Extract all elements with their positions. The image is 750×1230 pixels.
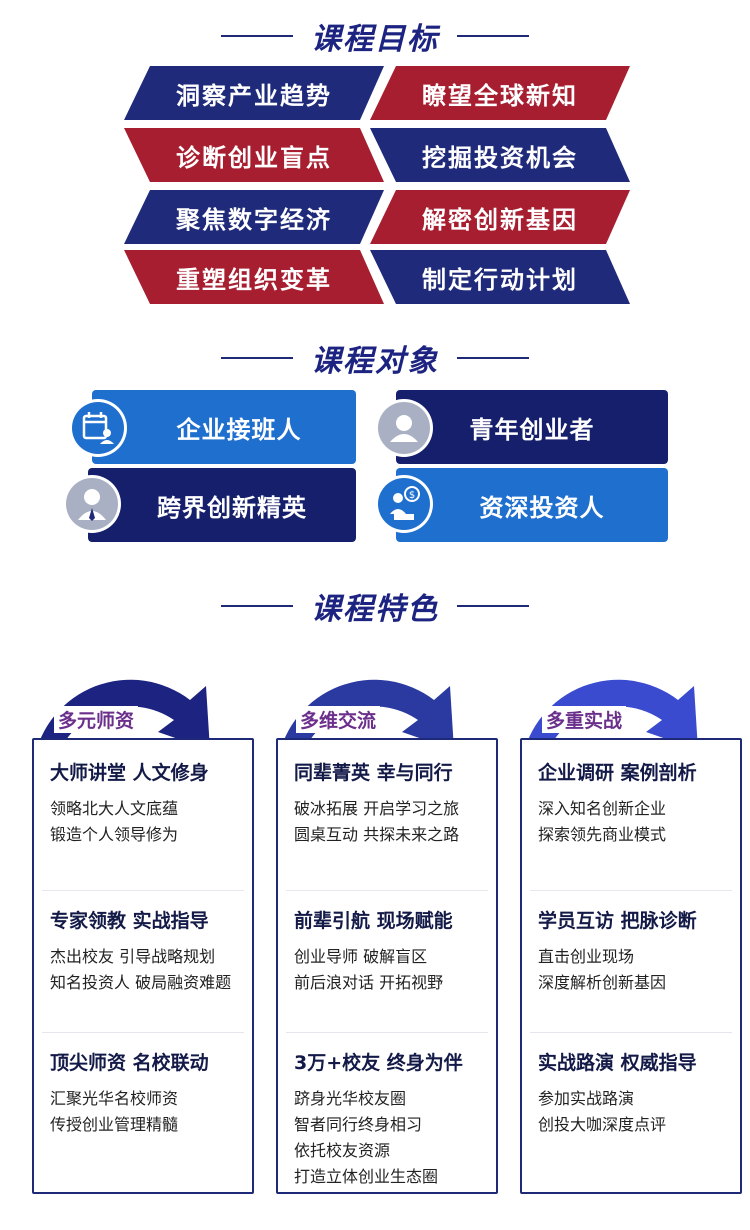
person-icon: [378, 402, 430, 454]
title-rule-right: [457, 605, 529, 607]
divider: [42, 1032, 244, 1033]
feature-head: 同辈菁英 幸与同行: [294, 762, 453, 784]
audience-section-title: 课程对象: [0, 338, 750, 379]
feature-tag: 多重实战: [542, 706, 627, 733]
feature-head: 顶尖师资 名校联动: [50, 1052, 209, 1074]
feature-line: 杰出校友 引导战略规划: [50, 947, 216, 966]
feature-line: 破冰拓展 开启学习之旅: [294, 799, 460, 818]
goal-pill: 制定行动计划: [370, 250, 630, 304]
audience-label: 资深投资人: [479, 493, 605, 522]
feature-head: 前辈引航 现场赋能: [294, 910, 453, 932]
goal-pill: 诊断创业盲点: [124, 128, 384, 182]
feature-body: 直击创业现场 深度解析创新基因: [538, 944, 666, 996]
feature-body: 破冰拓展 开启学习之旅 圆桌互动 共探未来之路: [294, 796, 459, 848]
divider: [530, 890, 732, 891]
audience-title: 课程对象: [311, 344, 439, 379]
audience-label: 青年创业者: [469, 415, 595, 444]
feature-head: 专家领教 实战指导: [50, 910, 209, 932]
divider: [42, 890, 244, 891]
feature-head: 大师讲堂 人文修身: [50, 762, 209, 784]
audience-card-young-founder: 青年创业者: [396, 390, 668, 464]
feature-line: 创业导师 破解盲区: [294, 947, 428, 966]
audience-label: 跨界创新精英: [157, 493, 307, 522]
feature-line: 知名投资人 破局融资难题: [50, 973, 232, 992]
goal-label: 重塑组织变革: [176, 265, 332, 294]
goals-title: 课程目标: [311, 22, 439, 57]
feature-tag: 多维交流: [296, 706, 381, 733]
goal-label: 解密创新基因: [422, 205, 578, 234]
divider: [530, 1032, 732, 1033]
svg-text:$: $: [409, 490, 415, 501]
feature-head: 企业调研 案例剖析: [538, 762, 697, 784]
feature-card-practice: 企业调研 案例剖析 深入知名创新企业 探索领先商业模式 学员互访 把脉诊断 直击…: [520, 738, 742, 1194]
title-rule-right: [457, 35, 529, 37]
feature-body: 领略北大人文底蕴 锻造个人领导修为: [50, 796, 178, 848]
goal-label: 瞭望全球新知: [422, 81, 578, 110]
goal-pill: 解密创新基因: [370, 190, 630, 244]
feature-body: 跻身光华校友圈 智者同行终身相习 依托校友资源 打造立体创业生态圈: [294, 1086, 438, 1190]
investor-icon: $: [378, 478, 430, 530]
feature-card-exchange: 同辈菁英 幸与同行 破冰拓展 开启学习之旅 圆桌互动 共探未来之路 前辈引航 现…: [276, 738, 498, 1194]
feature-line: 深度解析创新基因: [538, 973, 667, 992]
arc-arrow-2: [278, 679, 454, 760]
goal-label: 制定行动计划: [422, 265, 578, 294]
feature-line: 打造立体创业生态圈: [294, 1167, 439, 1186]
feature-line: 汇聚光华名校师资: [50, 1089, 179, 1108]
arc-arrow-1: [34, 679, 210, 760]
feature-line: 锻造个人领导修为: [50, 825, 179, 844]
feature-body: 参加实战路演 创投大咖深度点评: [538, 1086, 666, 1138]
feature-line: 探索领先商业模式: [538, 825, 667, 844]
arc-arrow-3: [522, 679, 698, 760]
feature-body: 深入知名创新企业 探索领先商业模式: [538, 796, 666, 848]
title-rule-right: [457, 357, 529, 359]
features-title: 课程特色: [311, 592, 439, 627]
feature-head: 学员互访 把脉诊断: [538, 910, 697, 932]
feature-line: 依托校友资源: [294, 1141, 391, 1160]
feature-head: 实战路演 权威指导: [538, 1052, 697, 1074]
goal-label: 洞察产业趋势: [176, 81, 332, 110]
calendar-person-icon: [72, 402, 124, 454]
feature-body: 杰出校友 引导战略规划 知名投资人 破局融资难题: [50, 944, 231, 996]
goal-label: 聚焦数字经济: [176, 205, 332, 234]
feature-line: 直击创业现场: [538, 947, 635, 966]
audience-card-crossover-elite: 跨界创新精英: [88, 468, 356, 542]
title-rule-left: [221, 605, 293, 607]
goal-pill: 洞察产业趋势: [124, 66, 384, 120]
feature-tag: 多元师资: [54, 706, 139, 733]
audience-card-investor: 资深投资人: [396, 468, 668, 542]
goal-pill: 瞭望全球新知: [370, 66, 630, 120]
audience-label: 企业接班人: [176, 415, 302, 444]
feature-line: 深入知名创新企业: [538, 799, 667, 818]
goal-label: 挖掘投资机会: [422, 143, 578, 172]
feature-line: 前后浪对话 开拓视野: [294, 973, 444, 992]
audience-card-successor: 企业接班人: [92, 390, 356, 464]
goal-pill: 挖掘投资机会: [370, 128, 630, 182]
goal-label: 诊断创业盲点: [176, 143, 332, 172]
feature-line: 领略北大人文底蕴: [50, 799, 179, 818]
feature-line: 参加实战路演: [538, 1089, 635, 1108]
goal-pill: 重塑组织变革: [124, 250, 384, 304]
feature-body: 创业导师 破解盲区 前后浪对话 开拓视野: [294, 944, 443, 996]
divider: [286, 1032, 488, 1033]
title-rule-left: [221, 357, 293, 359]
feature-line: 跻身光华校友圈: [294, 1089, 407, 1108]
feature-body: 汇聚光华名校师资 传授创业管理精髓: [50, 1086, 178, 1138]
title-rule-left: [221, 35, 293, 37]
feature-line: 圆桌互动 共探未来之路: [294, 825, 460, 844]
feature-card-faculty: 大师讲堂 人文修身 领略北大人文底蕴 锻造个人领导修为 专家领教 实战指导 杰出…: [32, 738, 254, 1194]
feature-line: 智者同行终身相习: [294, 1115, 423, 1134]
feature-line: 传授创业管理精髓: [50, 1115, 179, 1134]
features-section-title: 课程特色: [0, 586, 750, 627]
goal-pill: 聚焦数字经济: [124, 190, 384, 244]
feature-head: 3万+校友 终身为伴: [294, 1052, 463, 1074]
divider: [286, 890, 488, 891]
goals-section-title: 课程目标: [0, 16, 750, 57]
businessman-icon: [66, 478, 118, 530]
feature-line: 创投大咖深度点评: [538, 1115, 667, 1134]
